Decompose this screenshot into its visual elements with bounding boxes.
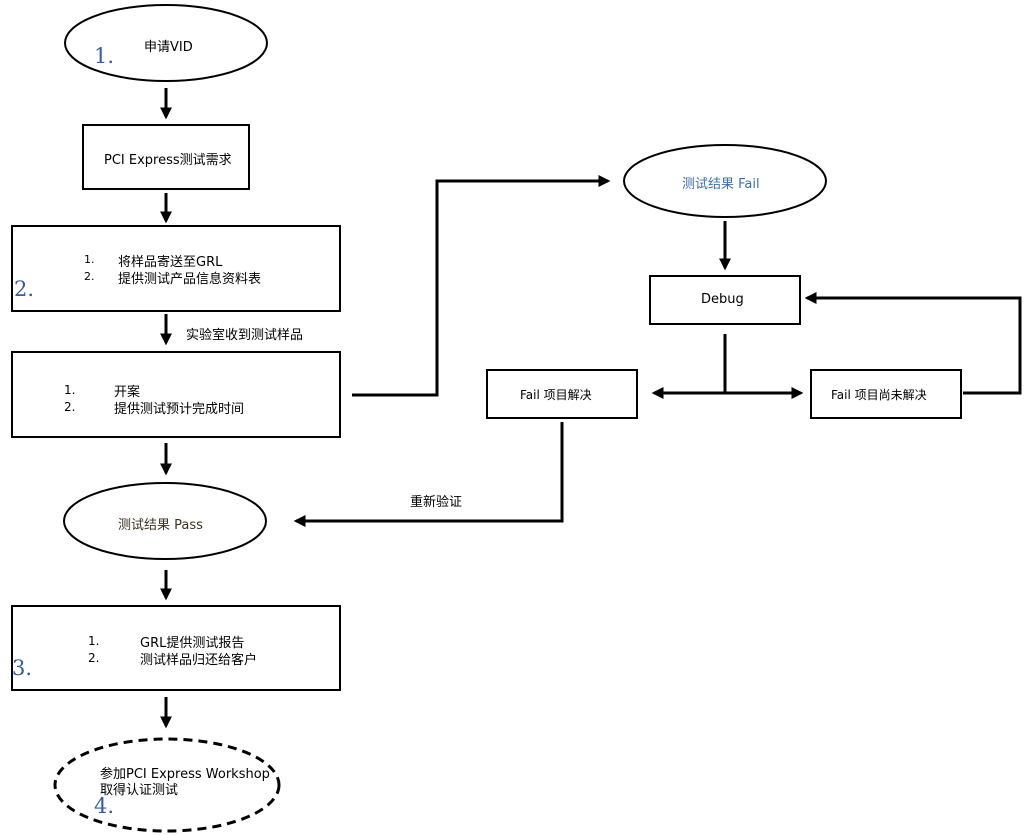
pass-ellipse: [63, 482, 267, 560]
debug-box: [649, 275, 801, 325]
open-item-2-text: 提供测试预计完成时间: [114, 402, 245, 417]
start-ellipse: [64, 4, 268, 82]
send-item-2-text: 提供测试产品信息资料表: [118, 272, 262, 287]
start-step-number: 1.: [94, 44, 115, 68]
debug-label: Debug: [701, 292, 744, 307]
arrow-resolved-to-pass: [293, 422, 564, 527]
arrow-unresolved-to-debug: [804, 292, 1022, 395]
send-item-1-text: 将样品寄送至GRL: [118, 255, 223, 270]
open-item-2-num: 2.: [64, 400, 76, 414]
send-item-1-num: 1.: [84, 253, 95, 266]
send-step-number: 2.: [14, 277, 35, 301]
send-item-2-num: 2.: [84, 270, 95, 283]
open-item-1-text: 开案: [114, 385, 141, 400]
request-box: [82, 124, 250, 190]
send-box: [11, 225, 341, 312]
fail-unresolved-label: Fail 项目尚未解决: [831, 388, 927, 402]
open-box: [11, 351, 341, 438]
pass-label: 测试结果 Pass: [118, 518, 203, 533]
request-label: PCI Express测试需求: [104, 153, 232, 168]
start-label: 申请VID: [144, 40, 193, 55]
report-item-1-num: 1.: [88, 634, 100, 648]
fail-unresolved-box: [810, 369, 962, 419]
report-box: [11, 605, 341, 691]
fail-label: 测试结果 Fail: [682, 177, 760, 192]
fail-resolved-label: Fail 项目解决: [520, 388, 592, 402]
reverify-label: 重新验证: [410, 495, 463, 510]
report-step-number: 3.: [12, 656, 33, 680]
workshop-line-1: 参加PCI Express Workshop: [100, 767, 270, 782]
workshop-step-number: 4.: [94, 794, 115, 818]
fail-resolved-box: [486, 369, 638, 419]
workshop-ellipse: [53, 737, 281, 833]
lab-received-label: 实验室收到测试样品: [186, 328, 304, 343]
report-item-2-text: 测试样品归还给客户: [140, 653, 258, 668]
report-item-1-text: GRL提供测试报告: [140, 636, 245, 651]
report-item-2-num: 2.: [88, 651, 100, 665]
workshop-line-2: 取得认证测试: [100, 783, 179, 798]
open-item-1-num: 1.: [64, 383, 76, 397]
fail-ellipse: [623, 144, 827, 218]
arrow-open-to-fail: [352, 175, 611, 397]
